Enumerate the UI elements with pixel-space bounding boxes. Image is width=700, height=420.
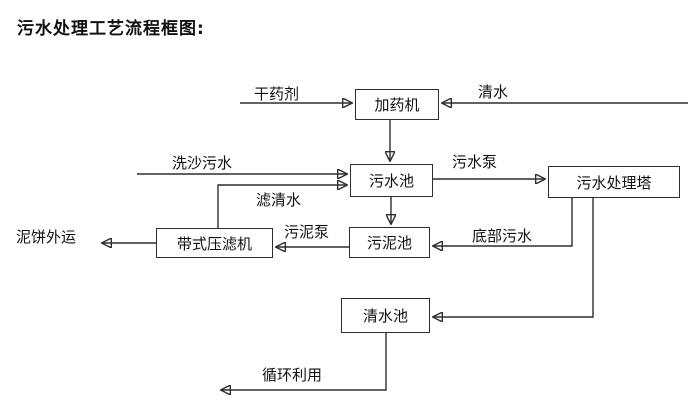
edge-label-filtered-water: 滤清水 (256, 191, 302, 209)
node-belt-filter-press: 带式压滤机 (156, 228, 273, 258)
edge-label-sewage-pump: 污水泵 (452, 153, 498, 171)
node-treatment-tower-label: 污水处理塔 (576, 173, 652, 192)
node-sludge-pool-label: 污泥池 (366, 234, 412, 252)
diagram-title: 污水处理工艺流程框图: (17, 19, 205, 39)
node-dosing-machine: 加药机 (355, 89, 439, 120)
edge-label-bottom-sewage: 底部污水 (472, 227, 533, 245)
node-sludge-pool: 污泥池 (349, 227, 430, 258)
edge-label-clean-water: 清水 (478, 83, 509, 101)
node-dosing-machine-label: 加药机 (374, 96, 420, 114)
arrow-recycle-out (222, 333, 387, 390)
arrow-bottom-sewage-to-sludge (434, 198, 573, 246)
edge-label-dry-chemical: 干药剂 (254, 85, 300, 103)
node-clean-water-pool: 清水池 (341, 298, 430, 333)
edge-label-recycle-use: 循环利用 (262, 366, 323, 384)
edge-label-sand-washing-sewage: 洗沙污水 (172, 154, 233, 172)
node-sewage-pool-label: 污水池 (368, 172, 414, 190)
arrow-tower-to-clean-pool (434, 198, 594, 317)
edge-label-sludge-pump: 污泥泵 (284, 223, 330, 241)
arrow-filtered-water-to-sewage (217, 185, 346, 228)
node-clean-water-pool-label: 清水池 (362, 307, 408, 325)
node-belt-filter-press-label: 带式压滤机 (176, 234, 252, 253)
edge-label-mud-cake-out: 泥饼外运 (16, 228, 77, 246)
node-treatment-tower: 污水处理塔 (548, 166, 680, 198)
node-sewage-pool: 污水池 (350, 164, 433, 197)
